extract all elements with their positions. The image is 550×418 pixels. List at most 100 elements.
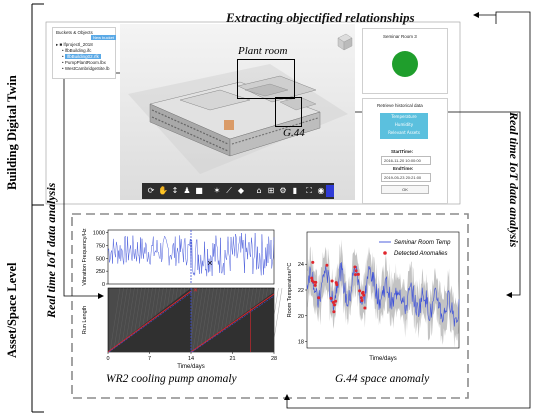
vr-icon[interactable]: ◉ xyxy=(317,186,325,195)
run-length-xtick-label: 0 xyxy=(106,356,109,362)
plant-room-label: Plant room xyxy=(238,45,288,57)
g44-highlight[interactable] xyxy=(275,97,302,127)
tree-item-root[interactable]: ▸ ■ lfprojectl_2018 xyxy=(56,42,93,47)
vibration-ytick-label: 0 xyxy=(102,282,105,288)
run-length-texture xyxy=(203,287,214,353)
temp-anomaly-point xyxy=(329,296,333,300)
humidity-button[interactable]: Humidity xyxy=(380,122,428,129)
tree-item[interactable]: • WestCambridgeSite.lb xyxy=(62,66,110,71)
vibration-ytick-label: 250 xyxy=(96,269,105,275)
run-length-texture xyxy=(109,287,121,353)
temp-anomaly-point xyxy=(361,290,365,294)
measure-icon[interactable]: ⟋ xyxy=(226,186,232,195)
run-length-texture xyxy=(196,287,207,353)
tree-item-selected[interactable]: • lfbBuilding02.rfk xyxy=(62,54,101,59)
temp-anomaly-point xyxy=(356,272,360,276)
tree-item-label: PumpPlantRoom.lbx xyxy=(64,60,106,65)
sensor-status-indicator xyxy=(392,51,418,77)
temp-anomaly-point xyxy=(310,276,314,280)
model-viewer[interactable]: Plant room G.44 ⟳ ✋ ↕ ♟ ■ ✶ ⟋ ◆ ⌂ ⊞ ⚙ ▮ … xyxy=(120,24,355,200)
run-length-texture xyxy=(113,287,124,353)
start-time-field[interactable]: 2016-11-20 10:00:00 xyxy=(381,156,431,165)
run-length-texture xyxy=(117,287,128,353)
temperature-button[interactable]: Temperature xyxy=(380,114,428,121)
tree-item[interactable]: • lfbBuilding.ifc xyxy=(62,48,92,53)
tree-item-label: WestCambridgeSite.lb xyxy=(64,66,110,71)
temp-anomaly-point xyxy=(317,296,321,300)
temp-ytick-label: 20 xyxy=(298,314,304,320)
tree-icon[interactable]: ⊞ xyxy=(267,186,275,195)
temp-legend-series-label: Seminar Room Temp xyxy=(394,240,451,246)
run-length-ml-path-2 xyxy=(190,293,275,353)
temp-ytick-label: 18 xyxy=(298,340,304,346)
run-length-mean-path-1 xyxy=(108,291,193,353)
sensor-status-panel: Seminar Room 3 xyxy=(362,28,448,94)
end-time-field[interactable]: 2019-05-23 20:21:00 xyxy=(381,173,431,182)
temp-anomaly-point xyxy=(314,280,318,284)
temp-anomaly-point xyxy=(333,303,336,307)
run-length-ylabel: Run Length xyxy=(82,306,88,334)
objects-tree-panel: Buckets & Objects New bucket ▸ ■ lfproje… xyxy=(52,27,116,79)
temp-anomaly-point xyxy=(313,283,317,287)
tree-item[interactable]: • PumpPlantRoom.lbx xyxy=(62,60,106,65)
building-model xyxy=(128,33,353,174)
run-length-xtick-label: 14 xyxy=(188,356,194,362)
iot-analysis-left-label: Real time IoT data analysis xyxy=(44,182,58,318)
temp-series-line xyxy=(306,262,460,327)
fullscreen-icon[interactable]: ⛶ xyxy=(306,186,312,195)
properties-icon[interactable]: ⚙ xyxy=(279,186,287,195)
run-length-mean-path-2 xyxy=(191,295,275,353)
end-time-label: EndTime: xyxy=(393,166,414,171)
new-bucket-button[interactable]: New bucket xyxy=(91,35,116,40)
hand-icon[interactable]: ✋ xyxy=(158,186,168,195)
vibration-ytick-label: 500 xyxy=(96,256,105,262)
temp-anomaly-point xyxy=(325,263,329,267)
building-digital-twin-label: Building Digital Twin xyxy=(5,75,19,190)
vibration-ytick-label: 750 xyxy=(96,243,105,249)
temp-anomaly-point xyxy=(359,296,363,300)
relevant-assets-button[interactable]: Relevant Assets xyxy=(380,130,428,137)
tree-item-label: lfbBuilding02.rfk xyxy=(64,54,101,59)
temp-anomaly-point xyxy=(353,265,357,269)
run-length-texture xyxy=(192,287,203,353)
run-length-xtick-label: 21 xyxy=(229,356,235,362)
temp-ytick-label: 22 xyxy=(298,288,304,294)
temp-legend-dot-swatch xyxy=(383,251,387,255)
temp-anomaly-point xyxy=(354,273,357,277)
walk-icon[interactable]: ↕ xyxy=(171,186,179,195)
temp-anomaly-point xyxy=(330,279,334,283)
explode-icon[interactable]: ✶ xyxy=(213,186,221,195)
orbit-icon[interactable]: ⟳ xyxy=(147,186,155,195)
settings-icon[interactable]: ▮ xyxy=(292,186,298,195)
run-length-changepoint-marker: ✕ xyxy=(193,287,198,294)
temp-ylabel: Room Temperature/°C xyxy=(287,263,293,318)
tree-header: Buckets & Objects xyxy=(56,30,93,35)
top-title: Extracting objectified relationships xyxy=(226,10,415,25)
run-length-xlabel: Time/days xyxy=(177,364,204,370)
model-icon[interactable]: ⌂ xyxy=(256,186,262,195)
temp-ytick-label: 24 xyxy=(298,262,304,268)
run-length-texture xyxy=(199,287,211,353)
run-length-xtick-label: 28 xyxy=(271,356,277,362)
new-bucket-label: New bucket xyxy=(93,35,114,40)
vibration-ylabel: Vibration Frequency/Hz xyxy=(82,228,88,286)
ok-button[interactable]: OK xyxy=(381,185,429,194)
run-length-xtick-label: 7 xyxy=(148,356,151,362)
pump-anomaly-caption: WR2 cooling pump anomaly xyxy=(106,373,237,385)
tree-item-label: lfprojectl_2018 xyxy=(63,42,93,47)
temp-anomaly-point xyxy=(363,306,367,310)
plant-room-highlight[interactable] xyxy=(237,59,295,99)
person-icon[interactable]: ♟ xyxy=(183,186,191,195)
viewer-toolbar: ⟳ ✋ ↕ ♟ ■ ✶ ⟋ ◆ ⌂ ⊞ ⚙ ▮ ⛶ ◉ xyxy=(142,183,334,199)
run-length-ml-path-1 xyxy=(107,290,192,353)
camera-icon[interactable]: ■ xyxy=(195,186,203,195)
temp-legend-anomaly-label: Detected Anomalies xyxy=(394,251,447,257)
section-icon[interactable]: ◆ xyxy=(237,186,245,195)
temp-anomaly-point xyxy=(360,299,364,302)
temp-anomaly-point xyxy=(354,269,358,273)
g44-label: G.44 xyxy=(283,127,305,139)
start-time-label: StartTime: xyxy=(391,149,414,154)
